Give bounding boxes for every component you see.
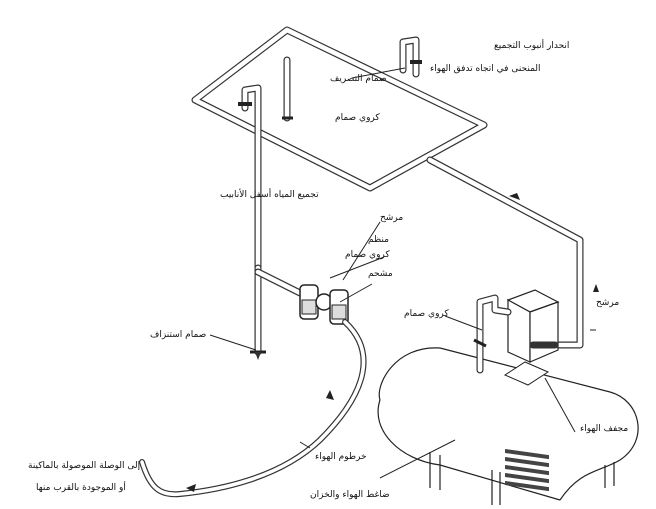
label-ball-valve-mid: كروي صمام <box>345 250 390 260</box>
frl-branch <box>254 268 304 297</box>
flow-arrows <box>186 193 599 492</box>
top-drain-branch <box>399 36 422 78</box>
label-filter: مرشح <box>380 213 404 223</box>
label-drop-leg: تجميع المياه أسفل الأنابيب <box>220 190 319 200</box>
compressor-head <box>503 361 550 492</box>
label-filter-right: مرشح <box>596 298 620 308</box>
label-regulator: منظم <box>368 235 389 245</box>
center-drop-branch <box>282 56 293 122</box>
label-air-dryer: مجفف الهواء <box>580 424 629 434</box>
left-drain-leg <box>250 264 266 360</box>
return-line <box>426 156 584 349</box>
air-dryer <box>506 289 560 363</box>
label-compressor-tank: ضاغط الهواء والخزان <box>310 490 390 500</box>
label-drain-valve-left: صمام استنزاف <box>150 330 207 340</box>
label-ball-valve-top: كروي صمام <box>335 113 380 123</box>
label-flow-direction: المنحنى في اتجاه تدفق الهواء <box>430 64 541 74</box>
left-goose-neck <box>238 84 262 272</box>
frl-unit <box>299 284 349 325</box>
label-drain-header: انحدار أنبوب التجميع <box>494 41 570 51</box>
label-drain-valve-top: صمام التصريف <box>330 74 387 84</box>
leader-lines <box>209 67 596 479</box>
label-lubricator: مشحم <box>368 269 393 279</box>
label-hose-destination-1: إلى الوصلة الموصولة بالماكينة <box>28 461 141 471</box>
label-air-hose: خرطوم الهواء <box>315 452 367 462</box>
right-riser <box>473 294 512 374</box>
overhead-header-loop <box>191 26 488 192</box>
label-ball-valve-right: كروي صمام <box>404 309 449 319</box>
label-hose-destination-2: أو الموجودة بالقرب منها <box>36 483 126 493</box>
air-hose <box>139 319 367 498</box>
